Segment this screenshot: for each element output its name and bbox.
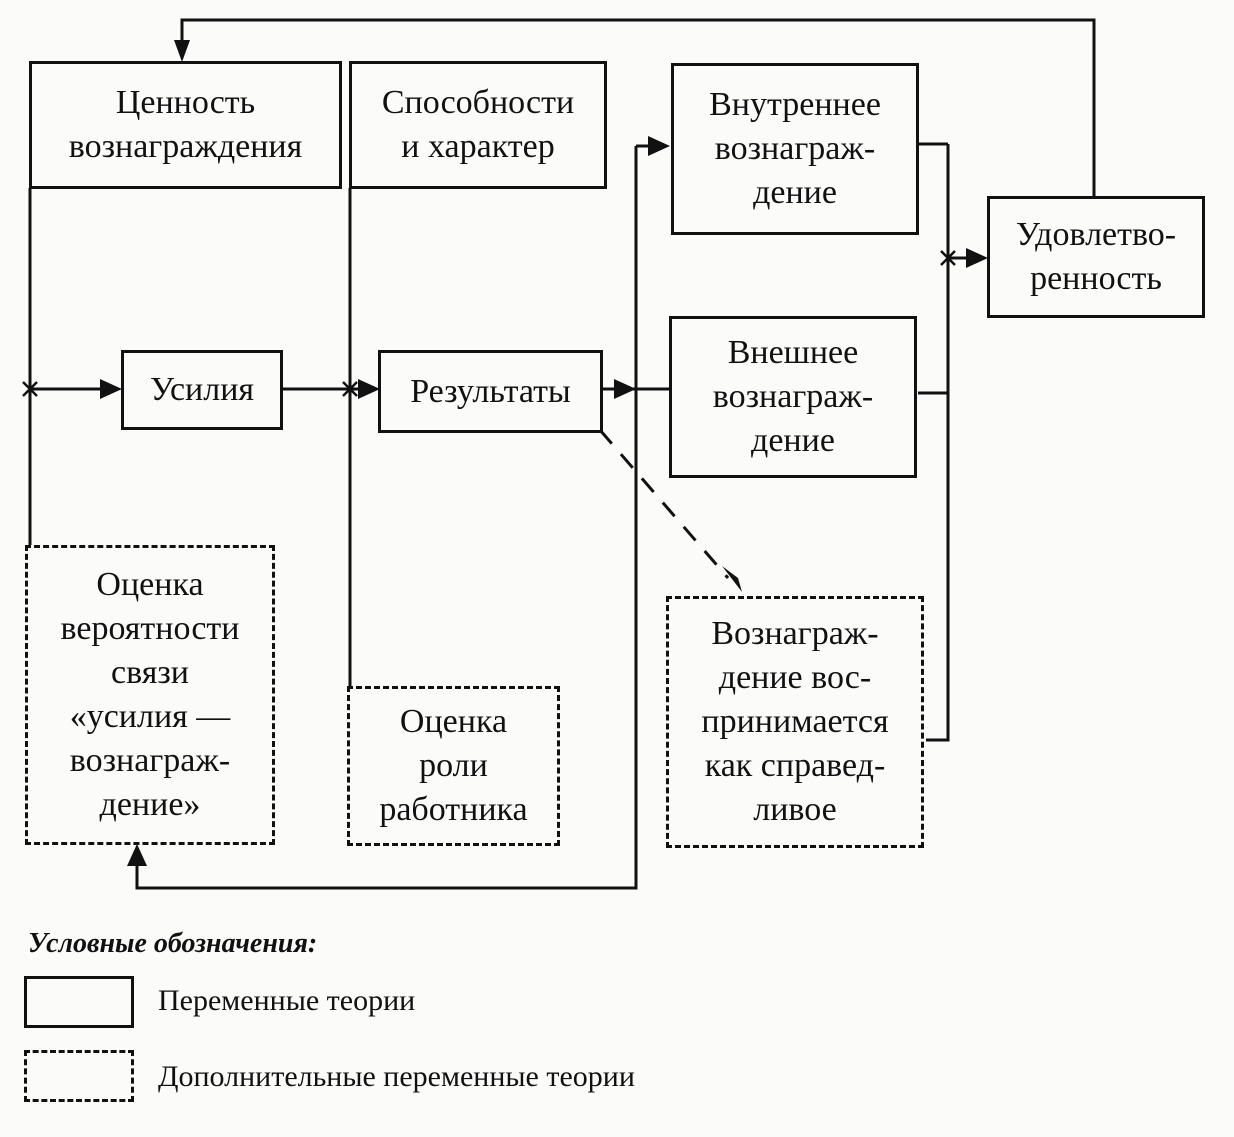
node-effort-reward-probability: Оценка вероятности связи «усилия — возна… — [25, 545, 275, 845]
node-intrinsic-reward: Внутреннее вознаграж- дение — [671, 63, 919, 235]
cross-junction-results — [342, 381, 358, 397]
legend-label-solid: Переменные теории — [158, 984, 416, 1017]
cross-junction-effort — [22, 381, 38, 397]
arrowhead-fairness — [722, 566, 742, 592]
node-results: Результаты — [378, 350, 603, 433]
legend-label-dashed: Дополнительные переменные теории — [158, 1060, 635, 1093]
arrowhead-reward-value — [174, 40, 190, 62]
edge-satisfaction-to-reward-value — [180, 18, 1096, 196]
edge-results-branch-vertical — [135, 146, 638, 890]
legend-title: Условные обозначения: — [28, 928, 318, 959]
node-label: Внутреннее вознаграж- дение — [709, 86, 881, 211]
node-label: Внешнее вознаграж- дение — [712, 334, 874, 459]
edge-right-vertical — [926, 144, 950, 742]
node-role-perception: Оценка роли работника — [347, 686, 560, 846]
arrowhead-effort — [100, 379, 122, 399]
node-label: Способности и характер — [381, 84, 575, 165]
cross-junction-satisfaction — [940, 250, 956, 266]
node-label: Ценность вознаграждения — [68, 84, 303, 165]
arrowhead-to-branch — [614, 379, 636, 399]
legend-swatch-dashed — [24, 1050, 134, 1102]
node-label: Оценка вероятности связи «усилия — возна… — [60, 566, 240, 823]
node-extrinsic-reward: Внешнее вознаграж- дение — [669, 316, 917, 478]
arrowhead-intrinsic — [648, 136, 670, 156]
node-effort: Усилия — [121, 350, 283, 430]
node-label: Удовлетво- ренность — [1015, 216, 1177, 297]
node-satisfaction: Удовлетво- ренность — [987, 196, 1205, 318]
node-label: Вознаграж- дение вос- принимается как сп… — [701, 615, 889, 828]
arrowhead-results — [358, 379, 380, 399]
node-label: Результаты — [410, 372, 571, 410]
node-reward-value: Ценность вознаграждения — [29, 61, 342, 189]
arrowhead-satisfaction — [966, 248, 988, 268]
legend-swatch-solid — [24, 976, 134, 1028]
edge-results-to-fairness — [598, 429, 730, 579]
node-label: Усилия — [149, 371, 255, 408]
node-label: Оценка роли работника — [379, 703, 528, 828]
arrowhead-probability — [127, 844, 147, 866]
node-perceived-fairness: Вознаграж- дение вос- принимается как сп… — [666, 596, 924, 848]
node-abilities: Способности и характер — [349, 61, 607, 189]
